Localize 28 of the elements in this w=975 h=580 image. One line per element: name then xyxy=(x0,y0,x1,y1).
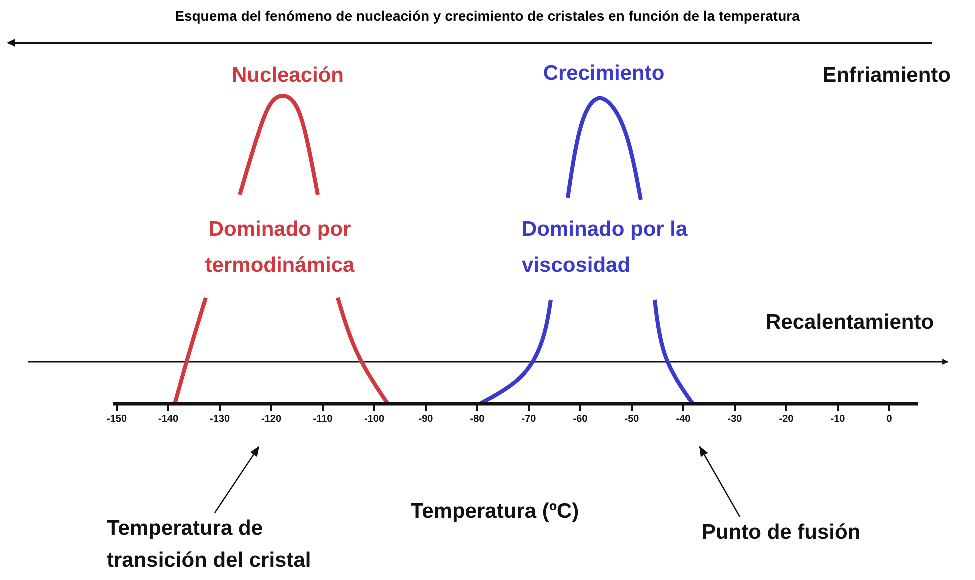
axis-title: Temperatura (ºC) xyxy=(410,499,580,525)
regime-label: Dominado por la viscosidad xyxy=(522,217,689,279)
tick-label: -110 xyxy=(313,413,333,427)
tick-label: -30 xyxy=(728,413,742,427)
regime-label: Dominado por termodinámica xyxy=(204,217,356,279)
direction-label: Recalentamiento xyxy=(766,310,934,336)
tick-label: -20 xyxy=(779,413,794,427)
tick-label: -100 xyxy=(364,413,384,427)
tick-label: -140 xyxy=(158,413,178,427)
callout-text: Temperatura de transición del cristal xyxy=(107,513,352,577)
callout-text: Punto de fusión xyxy=(702,517,902,549)
direction-label: Enfriamiento xyxy=(822,63,951,89)
tick-label: -120 xyxy=(261,413,282,427)
diagram-title: Esquema del fenómeno de nucleación y crecimiento de cristales en función de la temperatura xyxy=(174,8,801,24)
curve-title: Nucleación xyxy=(232,63,344,89)
tick-label: -10 xyxy=(830,413,846,427)
tick-label: -70 xyxy=(522,413,536,427)
tick-label: -150 xyxy=(106,413,127,427)
tick-label: -90 xyxy=(418,413,434,427)
tick-label: -40 xyxy=(676,413,691,427)
tick-label: -80 xyxy=(470,413,485,427)
curve-title: Crecimiento xyxy=(543,61,665,87)
leader-arrow xyxy=(214,446,260,514)
tick-label: 0 xyxy=(886,413,892,427)
tick-label: -130 xyxy=(210,413,230,427)
leader-arrow xyxy=(699,446,741,518)
tick-label: -50 xyxy=(624,413,640,427)
tick-label: -60 xyxy=(573,413,588,427)
